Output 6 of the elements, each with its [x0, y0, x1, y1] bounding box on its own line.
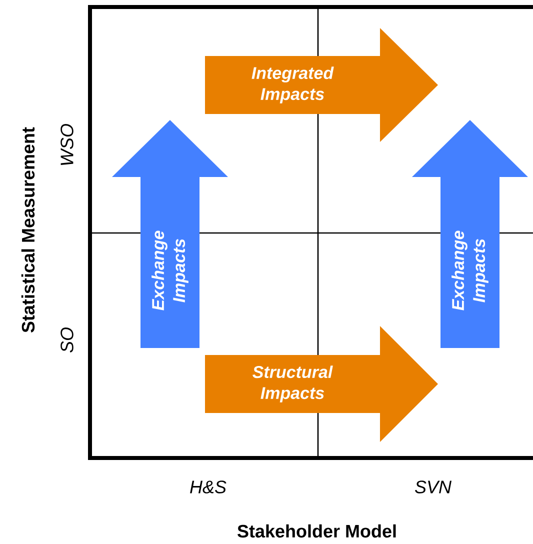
tick-label: WSO [60, 124, 74, 165]
axis-title: Stakeholder Model [238, 524, 396, 538]
tick-label: SVN [415, 480, 452, 494]
axis-title: Statistical Measurement [21, 127, 35, 333]
tick-label: SO [60, 328, 74, 352]
tick-label: H&S [190, 480, 226, 494]
